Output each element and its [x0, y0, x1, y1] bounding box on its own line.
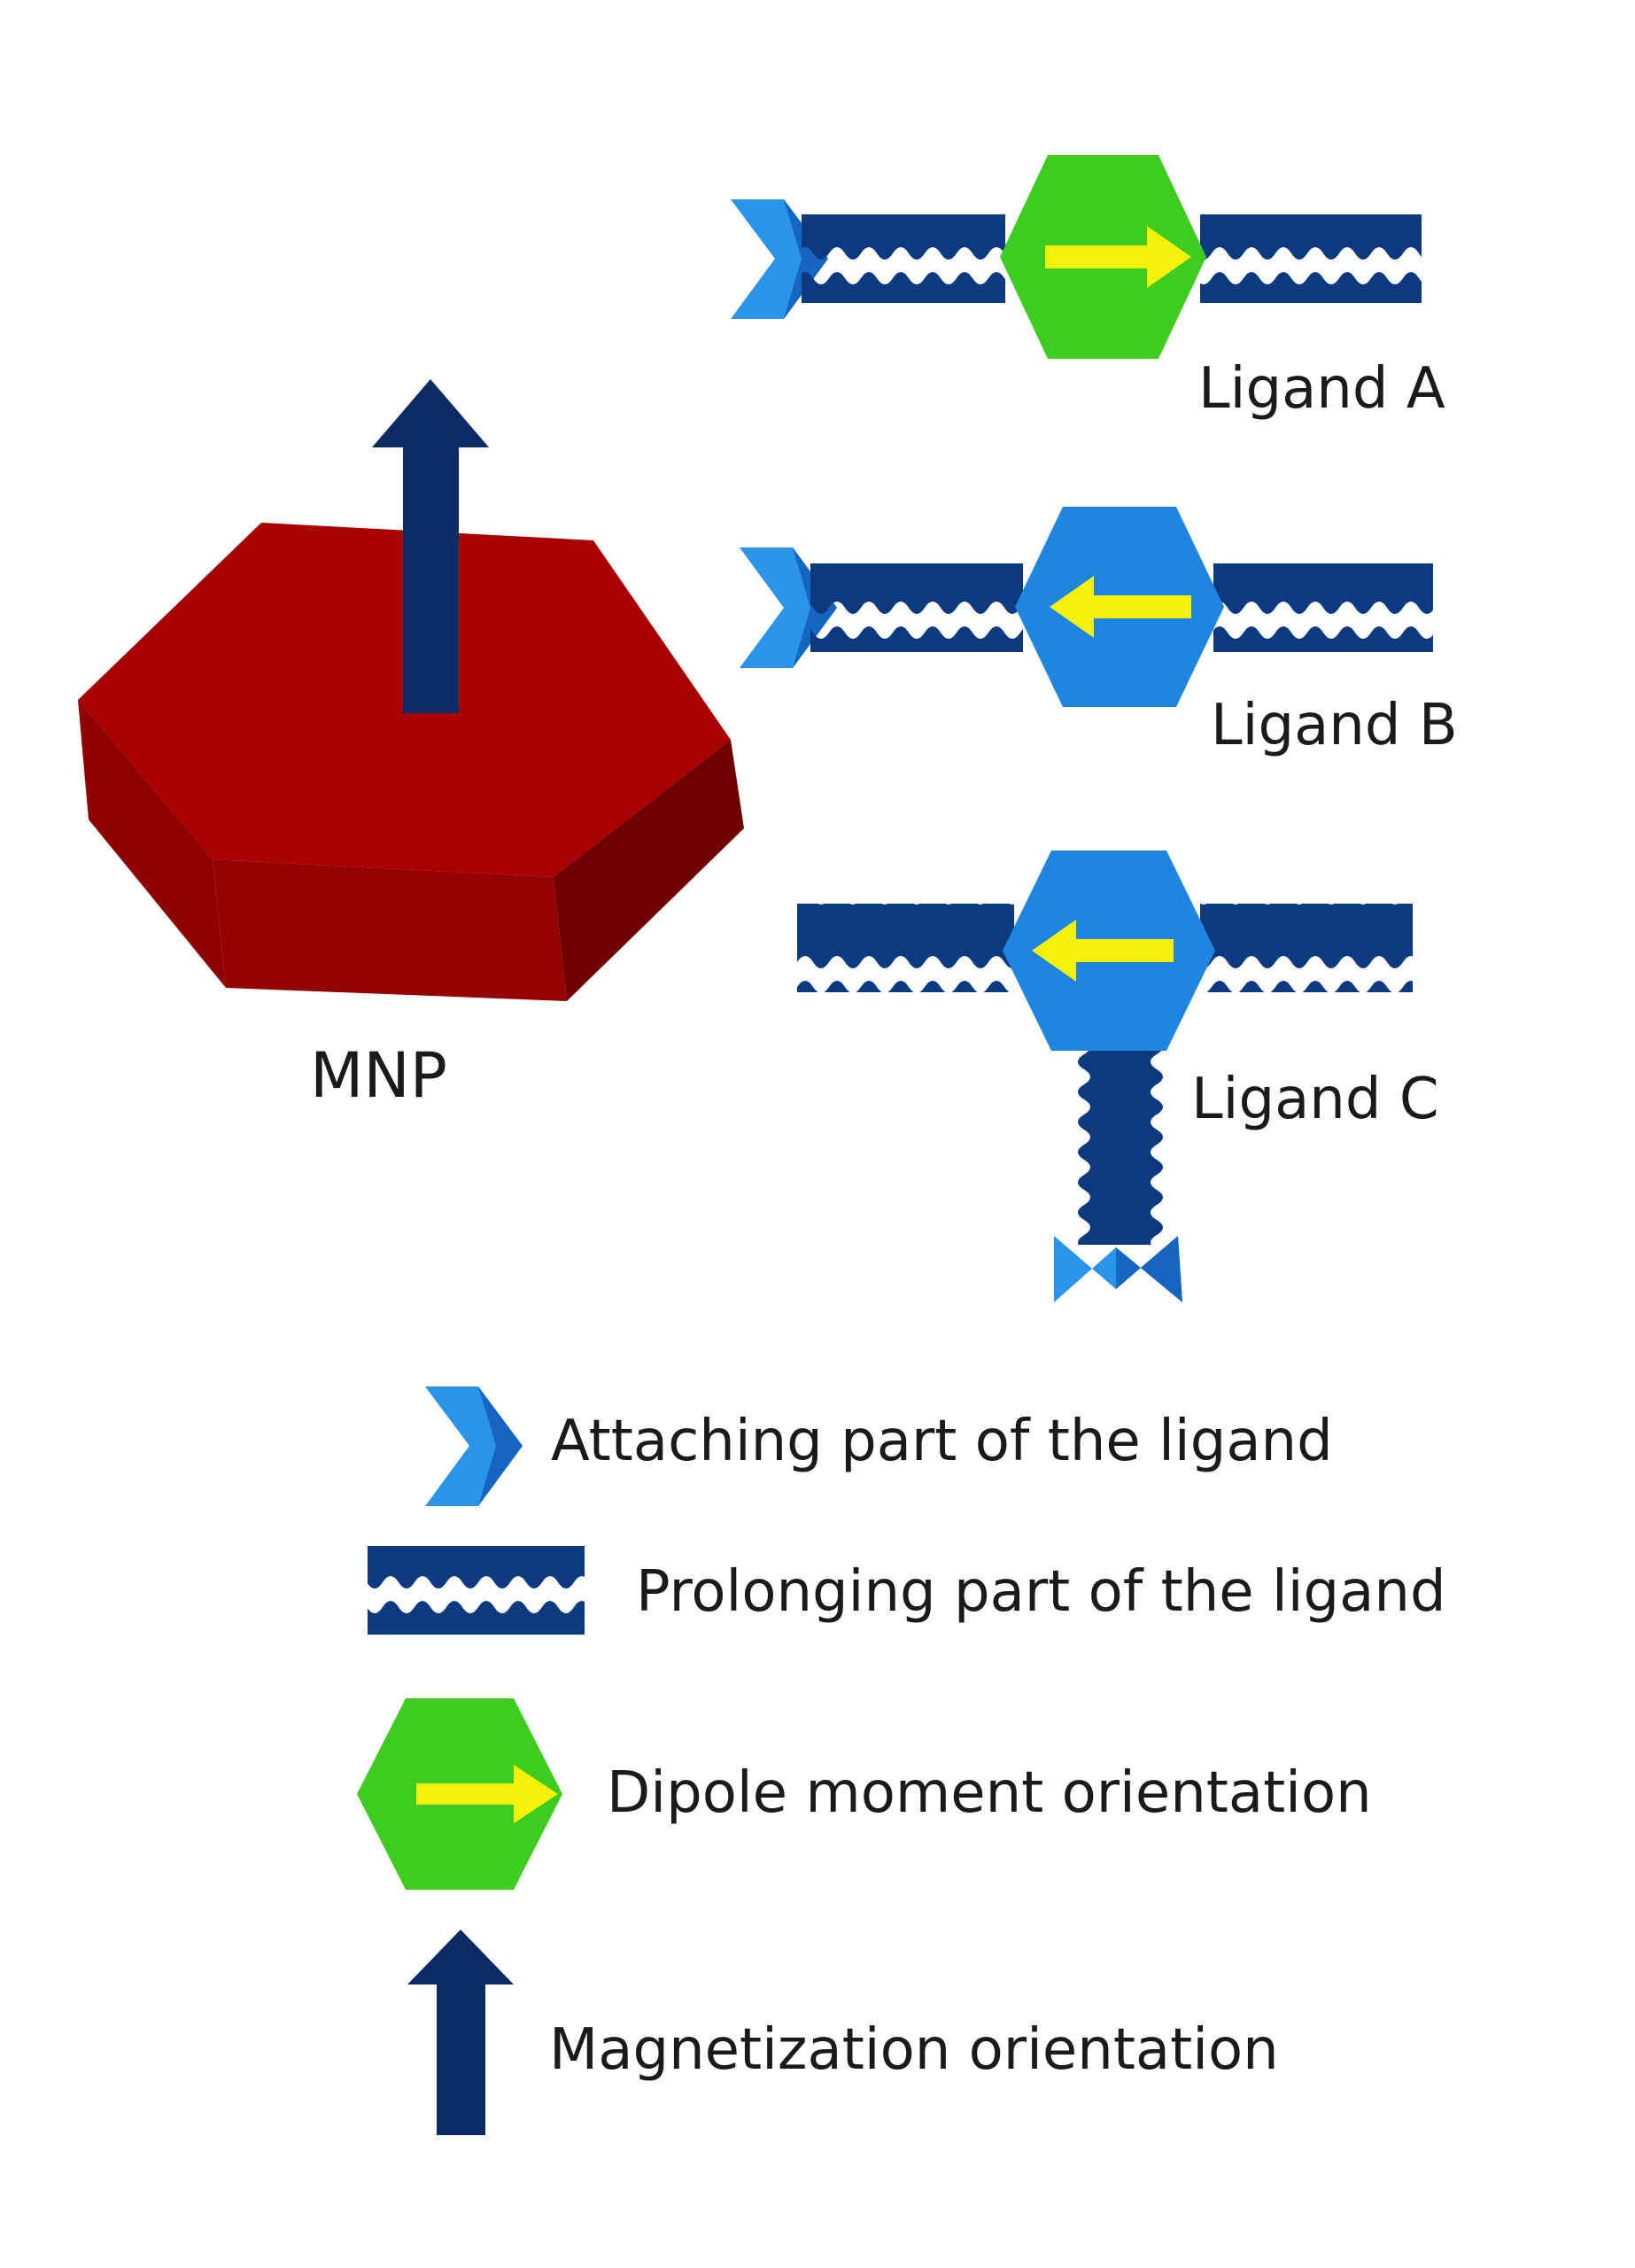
- attaching-part-shade: [1116, 1236, 1182, 1302]
- dipole-arrow-icon: [1045, 226, 1191, 288]
- legend-item-attaching: Attaching part of the ligand: [425, 1386, 1333, 1506]
- legend-text-magnetization: Magnetization orientation: [549, 2017, 1279, 2083]
- prolonging-part-right: [1213, 563, 1433, 652]
- ligand-a-label: Ligand A: [1198, 356, 1445, 422]
- mnp-side-left: [78, 700, 226, 988]
- prolonging-part-right: [1200, 214, 1422, 303]
- dipole-arrow-icon: [416, 1765, 558, 1823]
- dipole-arrow-icon: [1050, 576, 1191, 638]
- legend-text-dipole: Dipole moment orientation: [607, 1760, 1372, 1826]
- legend: Attaching part of the ligand Prolonging …: [357, 1386, 1446, 2135]
- mnp-side-front: [213, 859, 567, 1001]
- ligand-b: [740, 507, 1433, 707]
- mnp-particle: [78, 379, 744, 1001]
- prolonging-part-left: [810, 563, 1023, 652]
- legend-text-prolonging: Prolonging part of the ligand: [636, 1559, 1446, 1625]
- magnetization-arrow-icon: [407, 1930, 514, 2135]
- ligand-a: [731, 155, 1422, 359]
- ligand-c-label: Ligand C: [1191, 1067, 1439, 1132]
- legend-item-dipole: Dipole moment orientation: [357, 1698, 1372, 1890]
- legend-text-attaching: Attaching part of the ligand: [551, 1409, 1333, 1474]
- prolonging-part-bottom: [1067, 1045, 1165, 1245]
- mnp-magnetization-arrow: [372, 379, 489, 713]
- dipole-arrow-icon: [1032, 920, 1174, 982]
- prolonging-part-left: [802, 214, 1005, 303]
- mnp-label: MNP: [310, 1039, 447, 1112]
- attaching-part-shade: [478, 1386, 523, 1506]
- ligand-b-label: Ligand B: [1211, 693, 1458, 758]
- prolonging-part-right: [1200, 904, 1413, 992]
- prolonging-part-icon: [368, 1546, 585, 1635]
- mnp-side-right: [554, 740, 744, 1001]
- legend-item-magnetization: Magnetization orientation: [407, 1930, 1279, 2135]
- prolonging-part-left: [797, 904, 1014, 992]
- ligand-c: [797, 850, 1413, 1302]
- legend-item-prolonging: Prolonging part of the ligand: [368, 1546, 1446, 1635]
